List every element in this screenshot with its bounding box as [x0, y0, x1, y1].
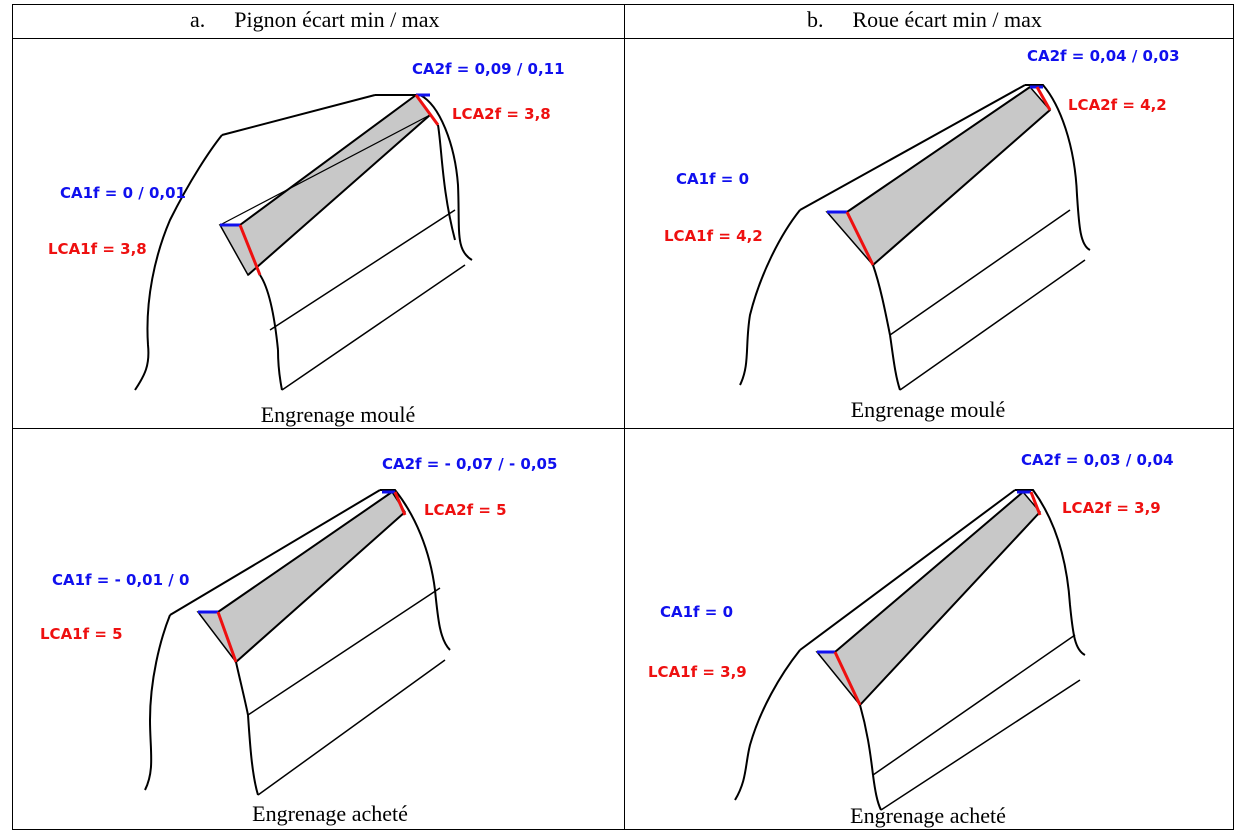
panel4-ca1-label: CA1f = 0 — [660, 603, 734, 621]
panel1-caption: Engrenage moulé — [260, 402, 416, 427]
header-left-letter: a. — [190, 7, 206, 32]
header-left-title: Pignon écart min / max — [234, 7, 440, 32]
panel2-lca2-label: LCA2f = 4,2 — [1068, 96, 1167, 114]
panel4-lca2-label: LCA2f = 3,9 — [1062, 499, 1161, 517]
gear-drawing-bottom-left — [144, 489, 451, 796]
gear-drawing-top-left — [134, 93, 473, 391]
panel4-ca2-label: CA2f = 0,03 / 0,04 — [1021, 451, 1174, 469]
panel4-caption: Engrenage acheté — [850, 803, 1006, 828]
panel2-caption: Engrenage moulé — [850, 397, 1006, 422]
panel3-ca1-label: CA1f = - 0,01 / 0 — [52, 571, 190, 589]
panel1-lca1-label: LCA1f = 3,8 — [48, 240, 147, 258]
panel3-lca2-label: LCA2f = 5 — [424, 501, 507, 519]
panel2-ca2-label: CA2f = 0,04 / 0,03 — [1027, 47, 1180, 65]
panel3-lca1-label: LCA1f = 5 — [40, 625, 123, 643]
panel4-lca1-label: LCA1f = 3,9 — [648, 663, 747, 681]
gear-drawing-bottom-right — [734, 489, 1086, 811]
table-border-right — [1233, 4, 1234, 830]
header-left: a. Pignon écart min / max — [190, 7, 440, 33]
panel1-ca1-label: CA1f = 0 / 0,01 — [60, 184, 186, 202]
header-divider — [12, 38, 1234, 39]
panel3-caption: Engrenage acheté — [252, 801, 408, 826]
panel1-ca2-label: CA2f = 0,09 / 0,11 — [412, 60, 565, 78]
header-right-title: Roue écart min / max — [852, 7, 1042, 32]
panel3-ca2-label: CA2f = - 0,07 / - 0,05 — [382, 455, 558, 473]
panel2-ca1-label: CA1f = 0 — [676, 170, 750, 188]
row-divider — [12, 428, 1234, 429]
header-right: b. Roue écart min / max — [807, 7, 1042, 33]
header-right-letter: b. — [807, 7, 824, 32]
panel1-lca2-label: LCA2f = 3,8 — [452, 105, 551, 123]
column-divider — [624, 4, 625, 830]
gear-drawing-top-right — [739, 84, 1091, 391]
panel2-lca1-label: LCA1f = 4,2 — [664, 227, 763, 245]
table-border-top — [12, 4, 1234, 5]
table-border-left — [12, 4, 13, 830]
